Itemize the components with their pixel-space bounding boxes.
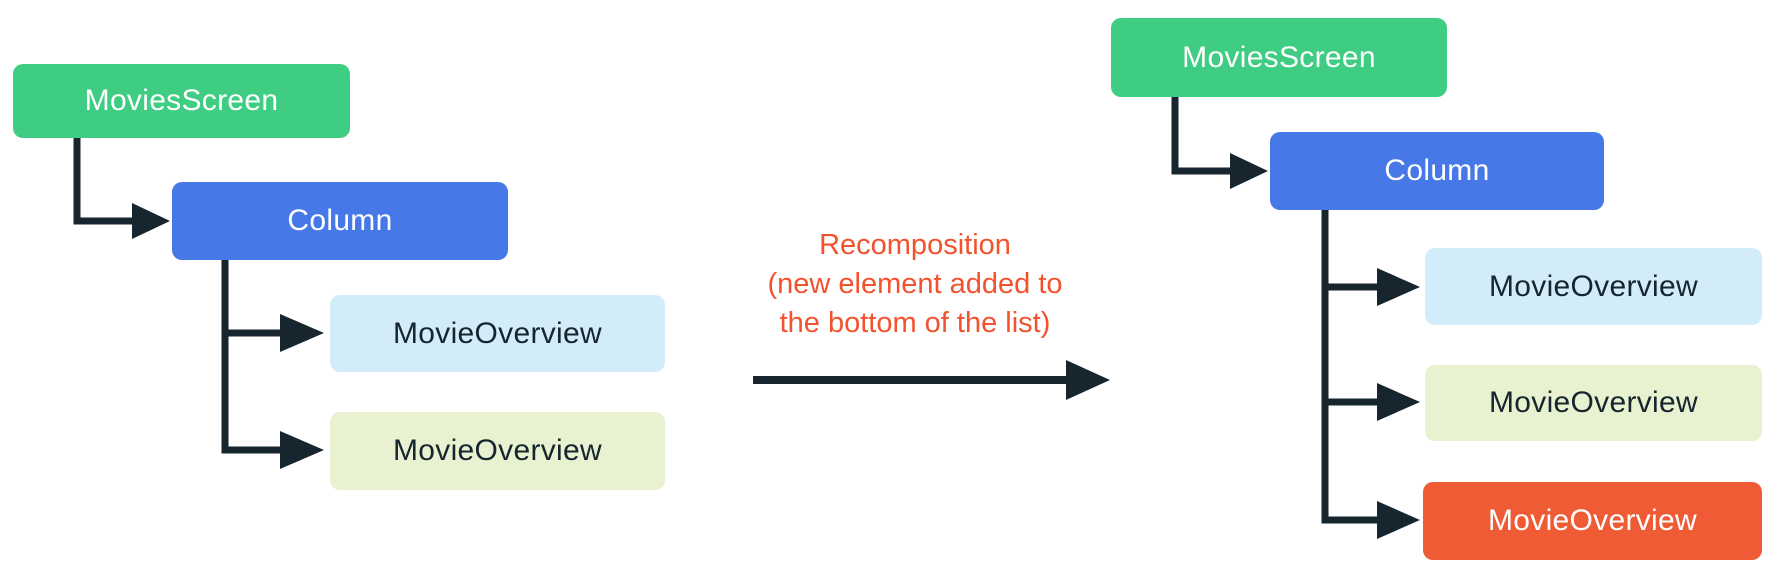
right-tree-movieoverview-node-1: MovieOverview (1425, 248, 1762, 325)
right-tree-movieoverview-node-new: MovieOverview (1423, 482, 1762, 560)
recomposition-annotation: Recomposition (new element added to the … (767, 226, 1062, 343)
left-root-to-column-connector (73, 138, 170, 239)
left-tree-moviesscreen-node: MoviesScreen (13, 64, 350, 138)
right-column-to-children-connector (1321, 210, 1420, 539)
right-root-to-column-connector (1171, 97, 1268, 189)
left-tree-movieoverview-node-2: MovieOverview (330, 412, 665, 490)
right-tree-moviesscreen-node: MoviesScreen (1111, 18, 1447, 97)
left-column-to-children-connector (221, 260, 324, 469)
recomposition-arrow (753, 360, 1110, 400)
right-tree-movieoverview-node-2: MovieOverview (1425, 365, 1762, 441)
annotation-line-3: the bottom of the list) (779, 307, 1051, 339)
right-tree-column-node: Column (1270, 132, 1604, 210)
left-tree-movieoverview-node-1: MovieOverview (330, 295, 665, 372)
annotation-line-2: (new element added to (767, 268, 1063, 300)
left-tree-column-node: Column (172, 182, 508, 260)
annotation-line-1: Recomposition (819, 229, 1011, 261)
